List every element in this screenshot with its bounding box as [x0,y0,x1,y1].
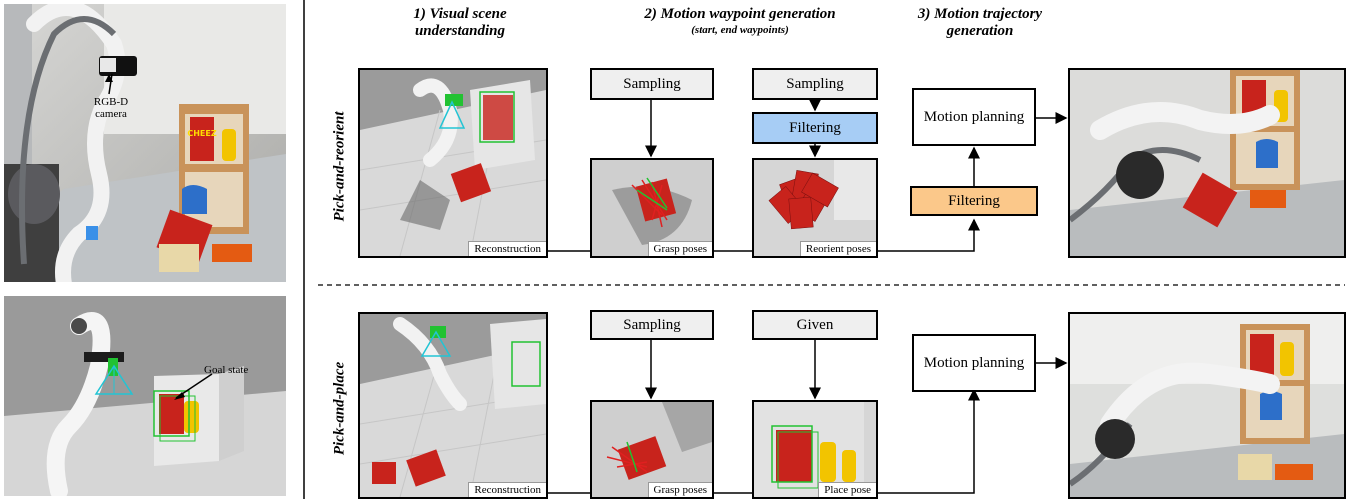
caption-place: Place pose [818,482,876,497]
header-step2-wrap: 2) Motion waypoint generation (start, en… [580,6,900,37]
filtering-box-orange: Filtering [910,186,1038,216]
real-robot-photo: CHEEZ RGB-D camera [4,4,286,282]
place-pose-image: Place pose [752,400,878,499]
header-step1: 1) Visual scene understanding [413,6,507,39]
header-step3: 3) Motion trajectory generation [917,6,1043,39]
line-reorient-to-filtering [878,218,980,252]
sampling-box-reorient: Sampling [752,68,878,100]
header-step2: 2) Motion waypoint generation [644,6,836,22]
sampling-box-grasp-2: Sampling [590,310,714,340]
caption-grasp-1: Grasp poses [647,241,712,256]
camera-label-line1: RGB-D [93,96,129,108]
given-box: Given [752,310,878,340]
caption-reorient: Reorient poses [799,241,876,256]
grasp-poses-image-2: Grasp poses [590,400,714,499]
svg-text:CHEEZ: CHEEZ [187,129,216,138]
motion-planning-box-2: Motion planning [912,334,1036,392]
caption-reconstruction-1: Reconstruction [468,241,546,256]
sampling-box-grasp-1: Sampling [590,68,714,100]
camera-label-line2: camera [95,108,127,120]
filtering-box-blue: Filtering [752,112,878,144]
reconstruction-image-1: Reconstruction [358,68,548,258]
reconstruction-image-2: Reconstruction [358,312,548,499]
caption-grasp-2: Grasp poses [647,482,712,497]
line-place-to-planning [878,388,980,494]
row-label-reorient: Pick-and-reorient [331,111,348,222]
reorient-poses-image: Reorient poses [752,158,878,258]
header-step2-sub: (start, end waypoints) [691,24,789,36]
result-photo-reorient [1068,68,1346,258]
caption-reconstruction-2: Reconstruction [468,482,546,497]
grasp-poses-image-1: Grasp poses [590,158,714,258]
motion-planning-box-1: Motion planning [912,88,1036,146]
result-photo-place [1068,312,1346,499]
goal-state-label: Goal state [204,364,249,376]
row-label-place: Pick-and-place [331,361,348,456]
goal-state-simulation: Goal state [4,296,286,496]
